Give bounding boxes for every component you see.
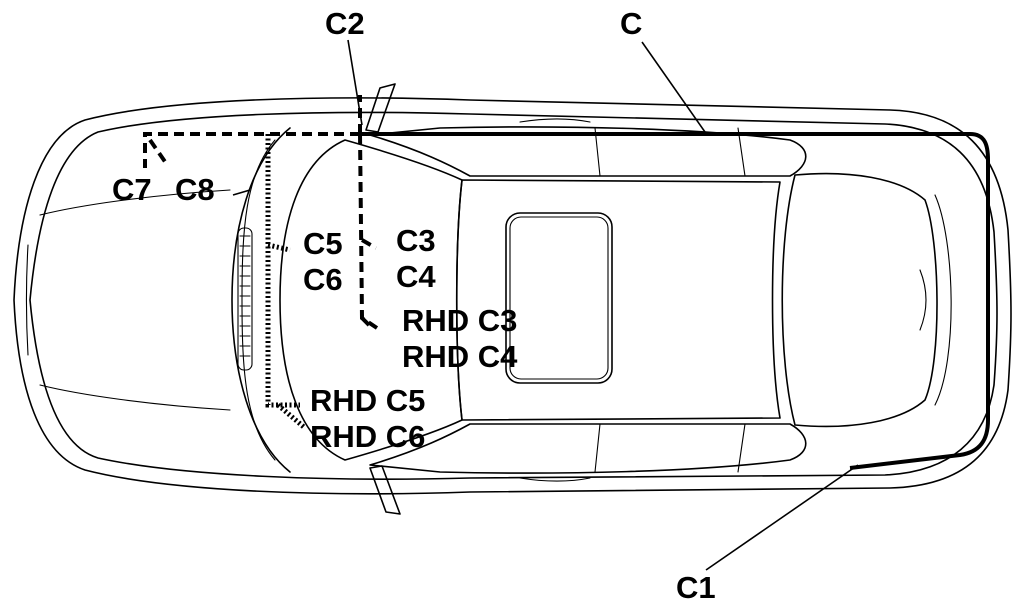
label-c7: C7: [112, 172, 152, 207]
label-rhd-c3: RHD C3: [402, 303, 518, 338]
wire-harness-dotted: [265, 134, 307, 430]
label-c: C: [620, 6, 643, 41]
wire-harness-solid: [360, 132, 990, 470]
label-c2: C2: [325, 6, 365, 41]
label-c1: C1: [676, 570, 716, 605]
label-rhd-c6: RHD C6: [310, 419, 426, 454]
label-rhd-c4: RHD C4: [402, 339, 518, 374]
label-c8: C8: [175, 172, 215, 207]
label-c4: C4: [396, 259, 436, 294]
label-c3: C3: [396, 223, 436, 258]
label-c6: C6: [303, 262, 343, 297]
car-body-outline: [13, 83, 1012, 515]
label-rhd-c5: RHD C5: [310, 383, 426, 418]
leader-lines: [232, 39, 859, 571]
wire-harness-dashed: [143, 95, 382, 332]
label-c5: C5: [303, 226, 343, 261]
